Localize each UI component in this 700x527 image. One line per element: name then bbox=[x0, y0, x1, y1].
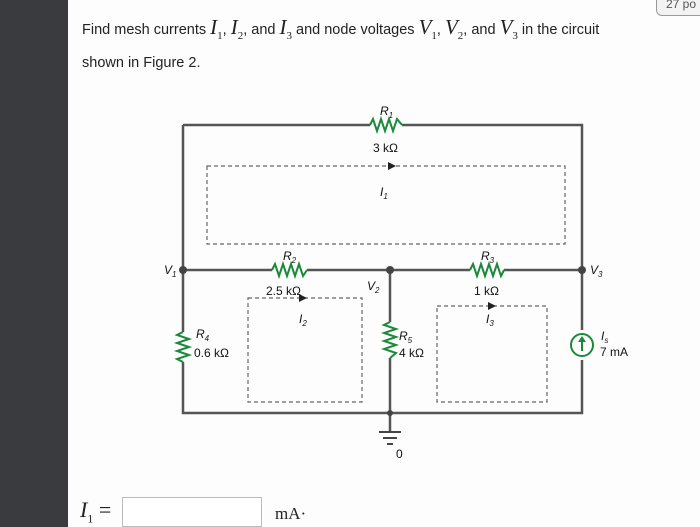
mesh3-arrow bbox=[488, 302, 496, 310]
var-i2: I2 bbox=[230, 15, 244, 43]
r2-name: R2 bbox=[283, 249, 297, 265]
mesh1-arrow bbox=[388, 162, 396, 170]
mesh2-arrow bbox=[299, 294, 307, 302]
question-prefix: Find mesh currents bbox=[82, 22, 207, 38]
answer-equals: = bbox=[98, 497, 112, 522]
mesh3-loop bbox=[436, 305, 548, 403]
source-name: Is bbox=[601, 329, 608, 345]
node-v1-label: V1 bbox=[164, 263, 176, 279]
r5-zigzag bbox=[380, 321, 400, 359]
r4-zigzag bbox=[173, 331, 193, 363]
mesh1-label: I1 bbox=[380, 185, 388, 201]
node-v1-dot bbox=[179, 266, 187, 274]
r4-name: R4 bbox=[196, 327, 210, 343]
question-and-1: , and bbox=[243, 22, 276, 38]
r1-value: 3 kΩ bbox=[373, 141, 398, 155]
wire-top-right bbox=[402, 123, 584, 330]
node-v3-dot bbox=[578, 266, 586, 274]
current-source-arrow-head bbox=[578, 336, 586, 342]
node-bottom-dot bbox=[387, 410, 393, 416]
var-v1: V1 bbox=[418, 15, 437, 43]
ground-label: 0 bbox=[396, 447, 403, 461]
question-text: Find mesh currents I1, I2, and I3 and no… bbox=[82, 15, 600, 72]
question-mid: and node voltages bbox=[296, 22, 415, 38]
r3-value: 1 kΩ bbox=[474, 284, 499, 298]
r1-name: R1 bbox=[380, 104, 393, 120]
wire-bottom bbox=[181, 360, 584, 415]
node-v2-dot bbox=[386, 266, 394, 274]
r4-value: 0.6 kΩ bbox=[194, 346, 229, 360]
answer-unit: mA· bbox=[275, 504, 307, 523]
var-v2: V2 bbox=[444, 15, 464, 43]
r1-zigzag bbox=[369, 115, 403, 135]
var-v3: V3 bbox=[499, 15, 518, 43]
node-v2-label: V2 bbox=[367, 279, 380, 295]
mesh2-loop bbox=[247, 297, 363, 403]
r2-zigzag bbox=[271, 260, 308, 280]
answer-label: I1 = bbox=[80, 497, 112, 526]
question-and-2: , and bbox=[463, 22, 496, 38]
r5-value: 4 kΩ bbox=[399, 346, 424, 360]
mesh1-loop bbox=[206, 165, 566, 245]
r3-zigzag bbox=[469, 260, 505, 280]
r5-name: R5 bbox=[399, 329, 413, 345]
points-badge: 27 po bbox=[656, 0, 700, 16]
mesh2-label: I2 bbox=[299, 312, 307, 328]
question-card: 27 po bbox=[68, 0, 700, 527]
mesh3-label: I3 bbox=[486, 312, 494, 328]
question-suffix: in the circuit shown in Figure 2. bbox=[82, 22, 600, 72]
left-dark-panel bbox=[0, 0, 68, 527]
r3-name: R3 bbox=[481, 249, 495, 265]
var-i3: I3 bbox=[279, 15, 292, 43]
node-v3-label: V3 bbox=[590, 263, 603, 279]
source-value: 7 mA bbox=[600, 345, 628, 359]
var-i1: I1 bbox=[210, 15, 223, 43]
ground-symbol bbox=[379, 431, 401, 445]
r2-value: 2.5 kΩ bbox=[266, 284, 301, 298]
answer-input[interactable] bbox=[122, 497, 262, 527]
